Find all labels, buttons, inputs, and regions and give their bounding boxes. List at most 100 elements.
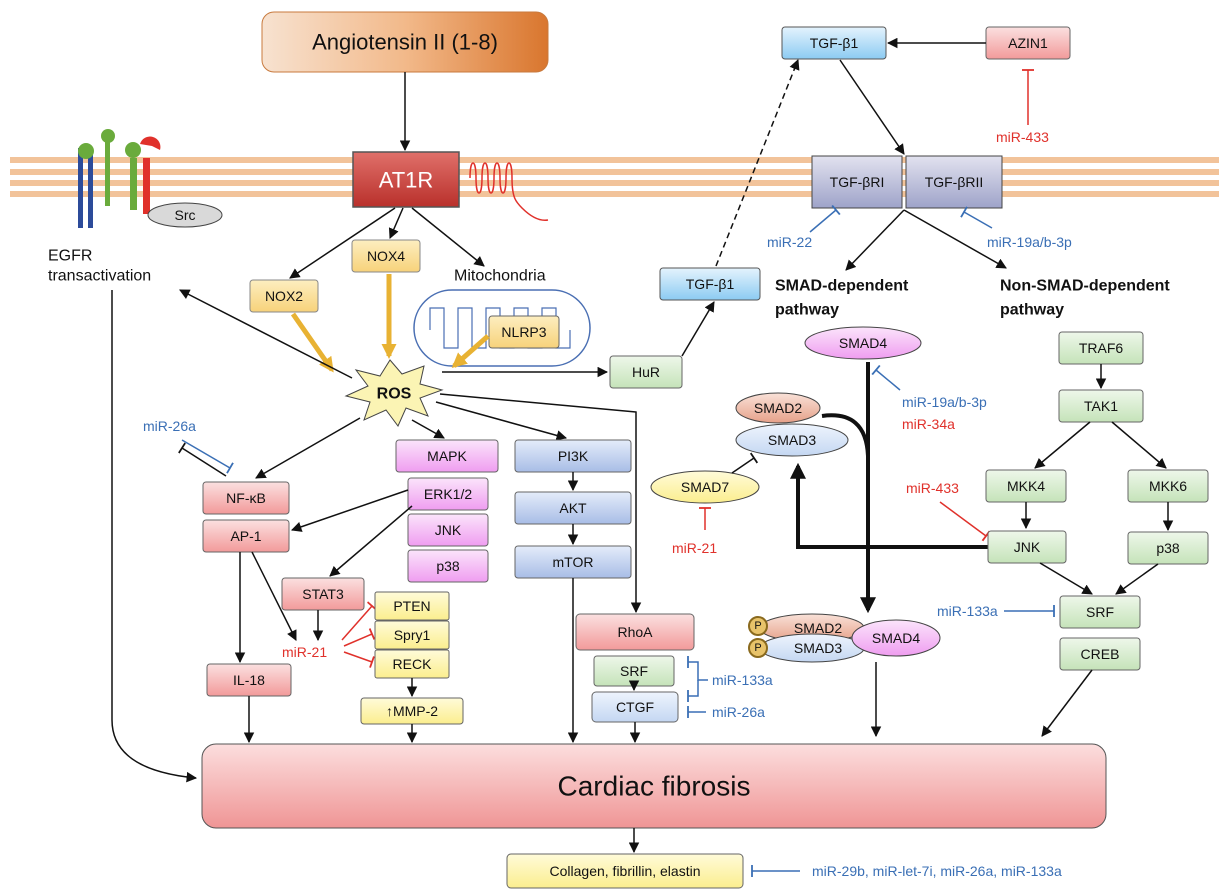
ctgf-node: CTGF xyxy=(591,691,679,723)
srf-right-label: SRF xyxy=(1086,604,1114,620)
nfkb-label: NF-κB xyxy=(226,490,266,506)
cardiac-fibrosis-label: Cardiac fibrosis xyxy=(558,771,751,802)
mapk-label: MAPK xyxy=(427,448,467,464)
ecm-label: Collagen, fibrillin, elastin xyxy=(550,863,701,879)
smad2-label: SMAD2 xyxy=(754,400,802,416)
stat3-label: STAT3 xyxy=(302,586,344,602)
smad7-node: SMAD7 xyxy=(650,470,760,504)
srf-right-node: SRF xyxy=(1059,595,1141,629)
mir19-mid-label: miR-19a/b-3p xyxy=(902,394,987,410)
erk-node: ERK1/2 xyxy=(407,477,489,511)
src-kinase: Src xyxy=(140,136,223,228)
non-smad-dependent-label-2: pathway xyxy=(1000,302,1064,319)
spry1-label: Spry1 xyxy=(394,627,431,643)
pi3k-node: PI3K xyxy=(514,439,632,473)
mtor-label: mTOR xyxy=(553,554,594,570)
pten-node: PTEN xyxy=(374,591,450,621)
mir22-label: miR-22 xyxy=(767,234,812,250)
ctgf-label: CTGF xyxy=(616,699,654,715)
smad3-node: SMAD3 xyxy=(735,423,849,457)
jnk-right-label: JNK xyxy=(1014,539,1041,555)
traf6-node: TRAF6 xyxy=(1058,331,1144,365)
smad4-top-node: SMAD4 xyxy=(804,326,922,360)
tak1-label: TAK1 xyxy=(1084,398,1118,414)
smad4-top-label: SMAD4 xyxy=(839,335,887,351)
mir433-mid-label: miR-433 xyxy=(906,480,959,496)
tgfbr2-node: TGF-βRII xyxy=(905,155,1003,209)
ap1-node: AP-1 xyxy=(202,519,290,553)
mkk6-node: MKK6 xyxy=(1127,469,1209,503)
at1r-label: AT1R xyxy=(379,168,434,193)
tgfbr2-label: TGF-βRII xyxy=(925,174,984,190)
rhoa-label: RhoA xyxy=(617,624,653,640)
tgfb1-top-label: TGF-β1 xyxy=(810,35,859,51)
phospho-p-label-2: P xyxy=(754,642,761,654)
smad-dependent-label-1: SMAD-dependent xyxy=(775,278,909,295)
mir133a-srf-label: miR-133a xyxy=(937,603,998,619)
mir34a-label: miR-34a xyxy=(902,416,955,432)
mkk4-label: MKK4 xyxy=(1007,478,1045,494)
mmp2-label: ↑MMP-2 xyxy=(386,703,438,719)
receptor-green-icon xyxy=(101,129,141,210)
pi3k-label: PI3K xyxy=(558,448,589,464)
mkk6-label: MKK6 xyxy=(1149,478,1187,494)
akt-node: AKT xyxy=(514,491,632,525)
mir26a-left-label: miR-26a xyxy=(143,418,196,434)
smad3-label: SMAD3 xyxy=(768,432,816,448)
at1r-node: AT1R xyxy=(352,151,460,208)
jnk-mid-label: JNK xyxy=(435,522,462,538)
mir19-top-label: miR-19a/b-3p xyxy=(987,234,1072,250)
ros-label: ROS xyxy=(377,386,412,403)
mir26a-mid-label: miR-26a xyxy=(712,704,765,720)
jnk-mid-node: JNK xyxy=(407,513,489,547)
p38-right-node: p38 xyxy=(1127,531,1209,565)
smad-dependent-label-2: pathway xyxy=(775,302,839,319)
jnk-right-node: JNK xyxy=(987,530,1067,564)
non-smad-dependent-label-1: Non-SMAD-dependent xyxy=(1000,278,1170,295)
srf-mid-node: SRF xyxy=(593,655,675,687)
nfkb-node: NF-κB xyxy=(202,481,290,515)
traf6-label: TRAF6 xyxy=(1079,340,1124,356)
gpcr-helix-icon xyxy=(469,162,549,221)
mir-bottom-label: miR-29b, miR-let-7i, miR-26a, miR-133a xyxy=(812,863,1062,879)
tgfb1-mid-label: TGF-β1 xyxy=(686,276,735,292)
tgfbr1-node: TGF-βRI xyxy=(811,155,903,209)
tgfb1-mid-node: TGF-β1 xyxy=(659,267,761,301)
nlrp3-label: NLRP3 xyxy=(501,324,546,340)
mir21-smad7-label: miR-21 xyxy=(672,540,717,556)
reck-node: RECK xyxy=(374,649,450,679)
egfr-label-2: transactivation xyxy=(48,268,151,285)
phospho-p-label-1: P xyxy=(754,620,761,632)
pten-label: PTEN xyxy=(393,598,430,614)
creb-label: CREB xyxy=(1081,646,1120,662)
smad2-node: SMAD2 xyxy=(735,392,821,424)
nox4-node: NOX4 xyxy=(351,239,421,273)
tak1-node: TAK1 xyxy=(1058,389,1144,423)
mtor-node: mTOR xyxy=(514,545,632,579)
il18-node: IL-18 xyxy=(206,663,292,697)
egfr-receptor-icon xyxy=(78,143,94,228)
cell-membrane xyxy=(10,157,1219,197)
stat3-node: STAT3 xyxy=(281,577,365,611)
complex-smad2-label: SMAD2 xyxy=(794,620,842,636)
tgfb1-top-node: TGF-β1 xyxy=(781,26,887,60)
smad7-label: SMAD7 xyxy=(681,479,729,495)
egfr-label-1: EGFR xyxy=(48,248,92,265)
reck-label: RECK xyxy=(393,656,433,672)
p38-mid-label: p38 xyxy=(436,558,460,574)
angiotensin-ii-label: Angiotensin II (1-8) xyxy=(312,30,498,55)
hur-label: HuR xyxy=(632,364,660,380)
angiotensin-ii-node: Angiotensin II (1-8) xyxy=(261,11,549,73)
akt-label: AKT xyxy=(559,500,587,516)
complex-smad4-label: SMAD4 xyxy=(872,630,920,646)
mir21-main-label: miR-21 xyxy=(282,644,327,660)
nox2-label: NOX2 xyxy=(265,288,303,304)
srf-mid-label: SRF xyxy=(620,663,648,679)
azin1-node: AZIN1 xyxy=(985,26,1071,60)
mitochondria-label: Mitochondria xyxy=(454,268,546,285)
erk-label: ERK1/2 xyxy=(424,486,472,502)
hur-node: HuR xyxy=(609,355,683,389)
mkk4-node: MKK4 xyxy=(985,469,1067,503)
ecm-node: Collagen, fibrillin, elastin xyxy=(506,853,744,889)
